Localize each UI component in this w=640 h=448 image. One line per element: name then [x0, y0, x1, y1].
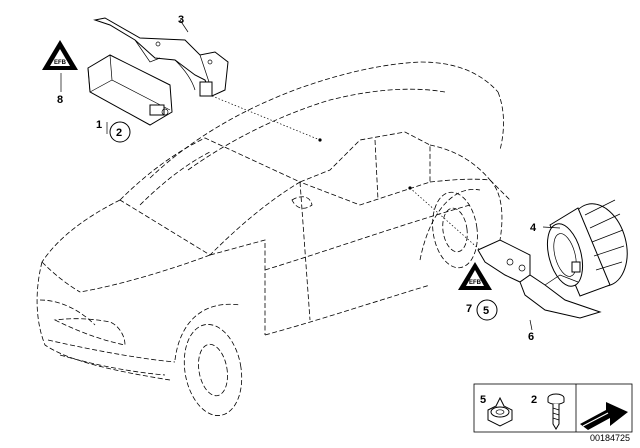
document-number: 00184725 — [590, 433, 630, 443]
legend-label-5: 5 — [480, 394, 486, 406]
callout-6: 6 — [528, 331, 534, 343]
callout-ring-2 — [109, 121, 131, 143]
hardware-legend: 5 2 — [473, 383, 633, 433]
warning-text-8: EFB — [54, 60, 67, 66]
callout-1: 1 — [96, 119, 102, 131]
part-6-bracket — [477, 239, 602, 319]
warning-label-8: EFB — [42, 40, 78, 70]
direction-arrow-icon — [580, 402, 628, 430]
legend-label-2: 2 — [531, 394, 537, 406]
callout-8: 8 — [57, 94, 63, 106]
nut-icon — [487, 396, 513, 427]
leader-lines — [60, 19, 561, 331]
callout-4: 4 — [530, 222, 537, 234]
warning-text-7: EFB — [469, 280, 482, 286]
part-1-control-module — [87, 54, 173, 126]
callouts: 3 8 1 2 4 7 5 6 — [57, 14, 537, 343]
callout-3: 3 — [178, 14, 184, 26]
callout-2: 2 — [116, 127, 122, 139]
callout-ring-5 — [476, 299, 498, 321]
callout-7: 7 — [466, 303, 472, 315]
screw-icon — [547, 393, 565, 430]
callout-5: 5 — [483, 305, 489, 317]
warning-label-7: EFB — [458, 262, 492, 290]
car-outline — [36, 61, 511, 416]
part-3-bracket — [93, 17, 229, 97]
part-4-siren — [546, 199, 628, 297]
